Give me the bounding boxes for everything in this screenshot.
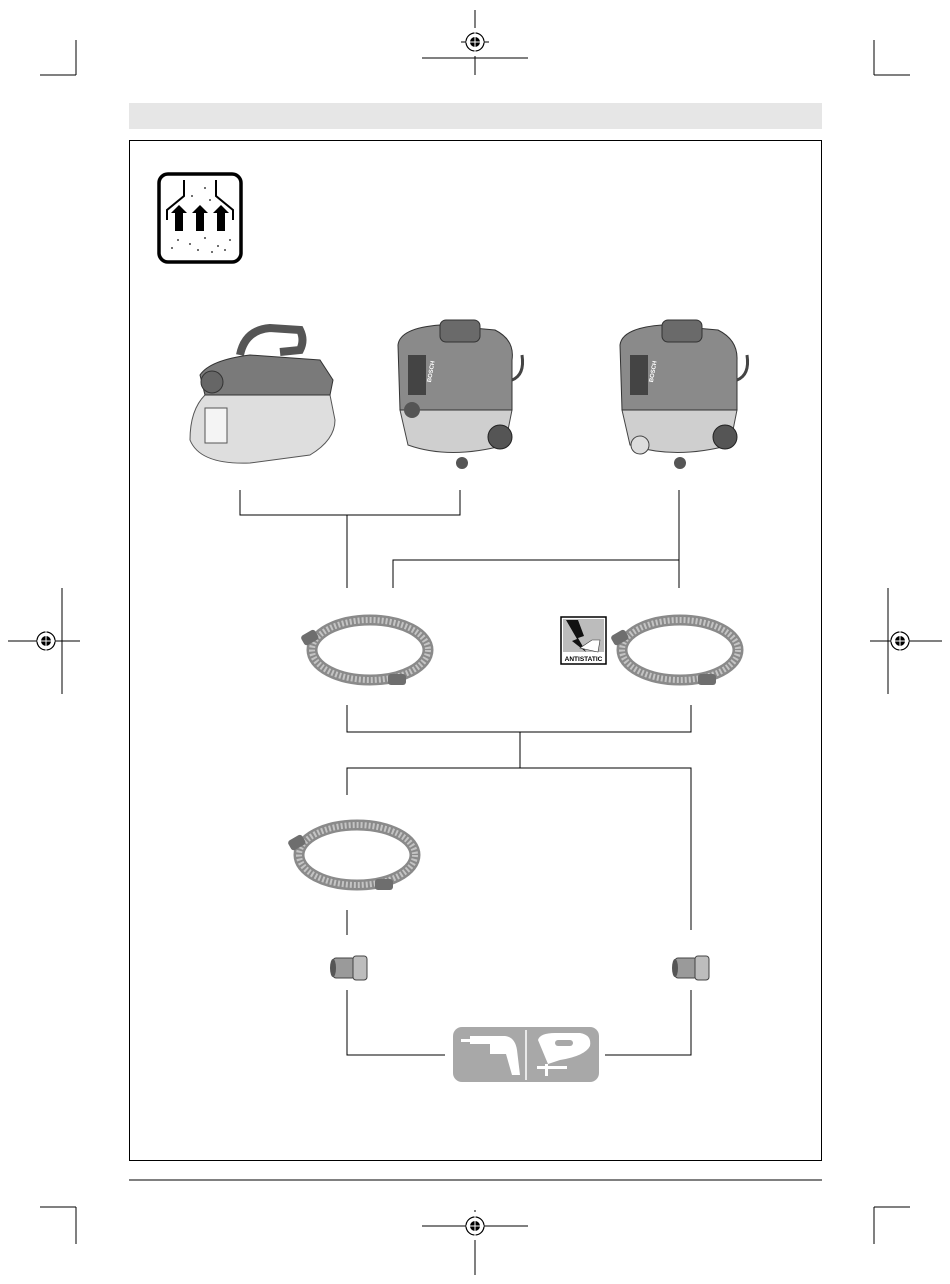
dust-extraction-icon [157, 172, 243, 264]
wet-dry-vacuum-image: BOSCH [397, 319, 524, 469]
crop-marks [8, 10, 942, 1275]
antistatic-label: ANTISTATIC [565, 656, 603, 663]
registration-mark [31, 626, 61, 656]
registration-mark [885, 626, 915, 656]
registration-mark [460, 27, 490, 57]
drill-icon [461, 1036, 520, 1075]
registration-mark [460, 1211, 490, 1241]
jigsaw-icon [537, 1033, 591, 1076]
connector-lines [239, 490, 692, 1056]
brand-logo: BOSCH [427, 360, 437, 382]
antistatic-icon: ANTISTATIC [560, 616, 607, 665]
hose-antistatic-image [610, 620, 738, 685]
brand-logo: BOSCH [649, 360, 659, 382]
hose-small-image [287, 825, 415, 890]
compact-vacuum-image [189, 323, 336, 464]
header-bar [129, 103, 822, 129]
hose-standard-image [300, 620, 428, 685]
wet-dry-vacuum-with-socket-image: BOSCH [619, 319, 749, 469]
adapter-left-image [329, 955, 368, 981]
figure-frame [129, 140, 822, 1161]
power-tools-icon [453, 1027, 599, 1082]
adapter-right-image [671, 955, 710, 981]
